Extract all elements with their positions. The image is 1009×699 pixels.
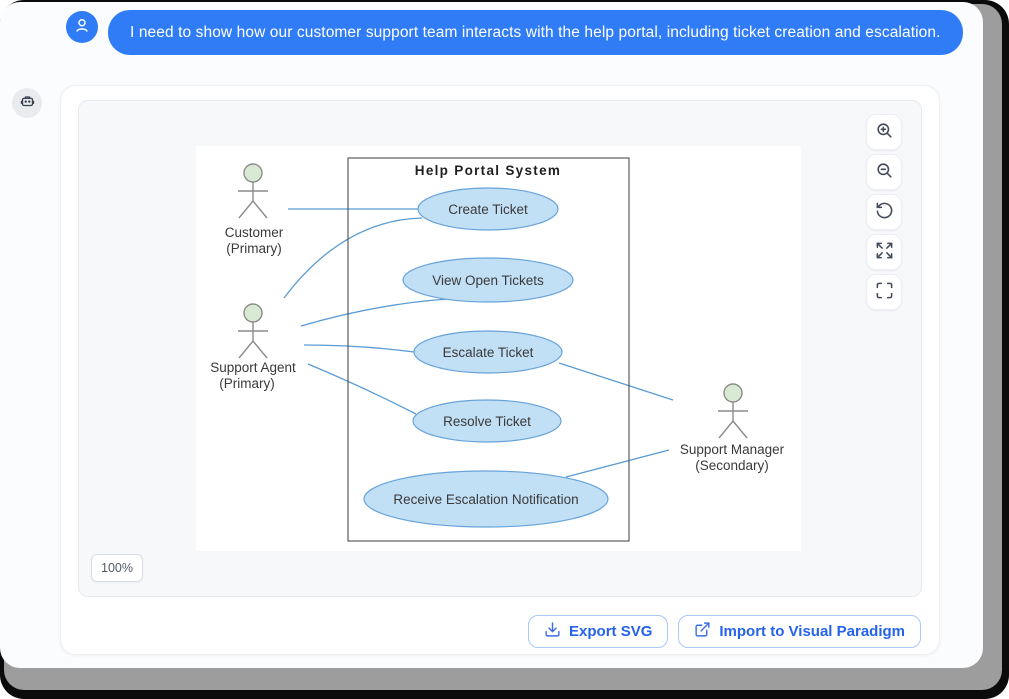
app-window: I need to show how our customer support … bbox=[0, 2, 983, 668]
import-to-visual-paradigm-button[interactable]: Import to Visual Paradigm bbox=[678, 615, 921, 648]
actor-customer: Customer (Primary) bbox=[225, 163, 284, 256]
expand-button[interactable] bbox=[866, 234, 902, 270]
zoom-out-icon bbox=[875, 161, 894, 183]
export-svg-button[interactable]: Export SVG bbox=[528, 615, 669, 648]
link-manager-notification bbox=[565, 449, 670, 478]
canvas-toolbar bbox=[866, 114, 902, 310]
user-message-bubble: I need to show how our customer support … bbox=[108, 10, 963, 55]
person-icon bbox=[73, 16, 91, 39]
fullscreen-brackets-icon bbox=[875, 281, 894, 303]
fullscreen-button[interactable] bbox=[866, 274, 902, 310]
usecase-receive-escalation-notification: Receive Escalation Notification bbox=[363, 470, 609, 528]
import-label: Import to Visual Paradigm bbox=[719, 623, 905, 640]
usecase-label: Create Ticket bbox=[448, 202, 528, 217]
zoom-out-button[interactable] bbox=[866, 154, 902, 190]
usecase-label: Receive Escalation Notification bbox=[393, 492, 578, 507]
usecase-diagram-svg: Help Portal System Create Ticket View Op… bbox=[196, 146, 801, 551]
user-message-text: I need to show how our customer support … bbox=[130, 23, 941, 41]
usecase-label: View Open Tickets bbox=[432, 273, 544, 288]
footer-actions: Export SVG Import to Visual Paradigm bbox=[528, 615, 921, 648]
system-boundary: Help Portal System bbox=[347, 157, 630, 542]
actor-name: Customer bbox=[225, 225, 284, 240]
actor-role: (Primary) bbox=[219, 376, 275, 391]
reset-view-button[interactable] bbox=[866, 194, 902, 230]
zoom-in-button[interactable] bbox=[866, 114, 902, 150]
zoom-in-icon bbox=[875, 121, 894, 143]
download-icon bbox=[544, 621, 561, 642]
usecase-label: Resolve Ticket bbox=[443, 414, 531, 429]
system-boundary-title: Help Portal System bbox=[415, 163, 561, 178]
external-link-icon bbox=[694, 621, 711, 642]
assistant-avatar bbox=[12, 88, 42, 118]
link-agent-view-open-tickets bbox=[300, 298, 449, 327]
actor-role: (Secondary) bbox=[695, 458, 769, 473]
user-avatar bbox=[66, 11, 98, 43]
zoom-level-badge: 100% bbox=[91, 554, 143, 582]
usecase-view-open-tickets: View Open Tickets bbox=[402, 257, 574, 303]
actor-name: Support Agent bbox=[210, 360, 296, 375]
zoom-level-value: 100% bbox=[101, 561, 133, 575]
link-agent-escalate-ticket bbox=[303, 344, 415, 353]
link-agent-resolve-ticket bbox=[307, 363, 417, 415]
expand-arrows-icon bbox=[875, 241, 894, 263]
rotate-ccw-icon bbox=[875, 201, 894, 223]
usecase-escalate-ticket: Escalate Ticket bbox=[413, 330, 563, 374]
assistant-response-card: Help Portal System Create Ticket View Op… bbox=[60, 85, 940, 655]
connector-lines bbox=[283, 208, 674, 478]
export-svg-label: Export SVG bbox=[569, 623, 653, 640]
actor-support-manager: Support Manager (Secondary) bbox=[680, 383, 785, 473]
actor-name: Support Manager bbox=[680, 442, 785, 457]
usecase-create-ticket: Create Ticket bbox=[417, 187, 559, 231]
usecase-diagram: Help Portal System Create Ticket View Op… bbox=[196, 146, 801, 551]
robot-icon bbox=[19, 92, 36, 114]
actor-support-agent: Support Agent (Primary) bbox=[210, 303, 296, 391]
diagram-canvas-panel[interactable]: Help Portal System Create Ticket View Op… bbox=[78, 100, 922, 597]
link-escalate-manager bbox=[558, 362, 674, 401]
usecase-label: Escalate Ticket bbox=[443, 345, 534, 360]
actor-role: (Primary) bbox=[226, 241, 282, 256]
usecase-resolve-ticket: Resolve Ticket bbox=[412, 399, 562, 443]
